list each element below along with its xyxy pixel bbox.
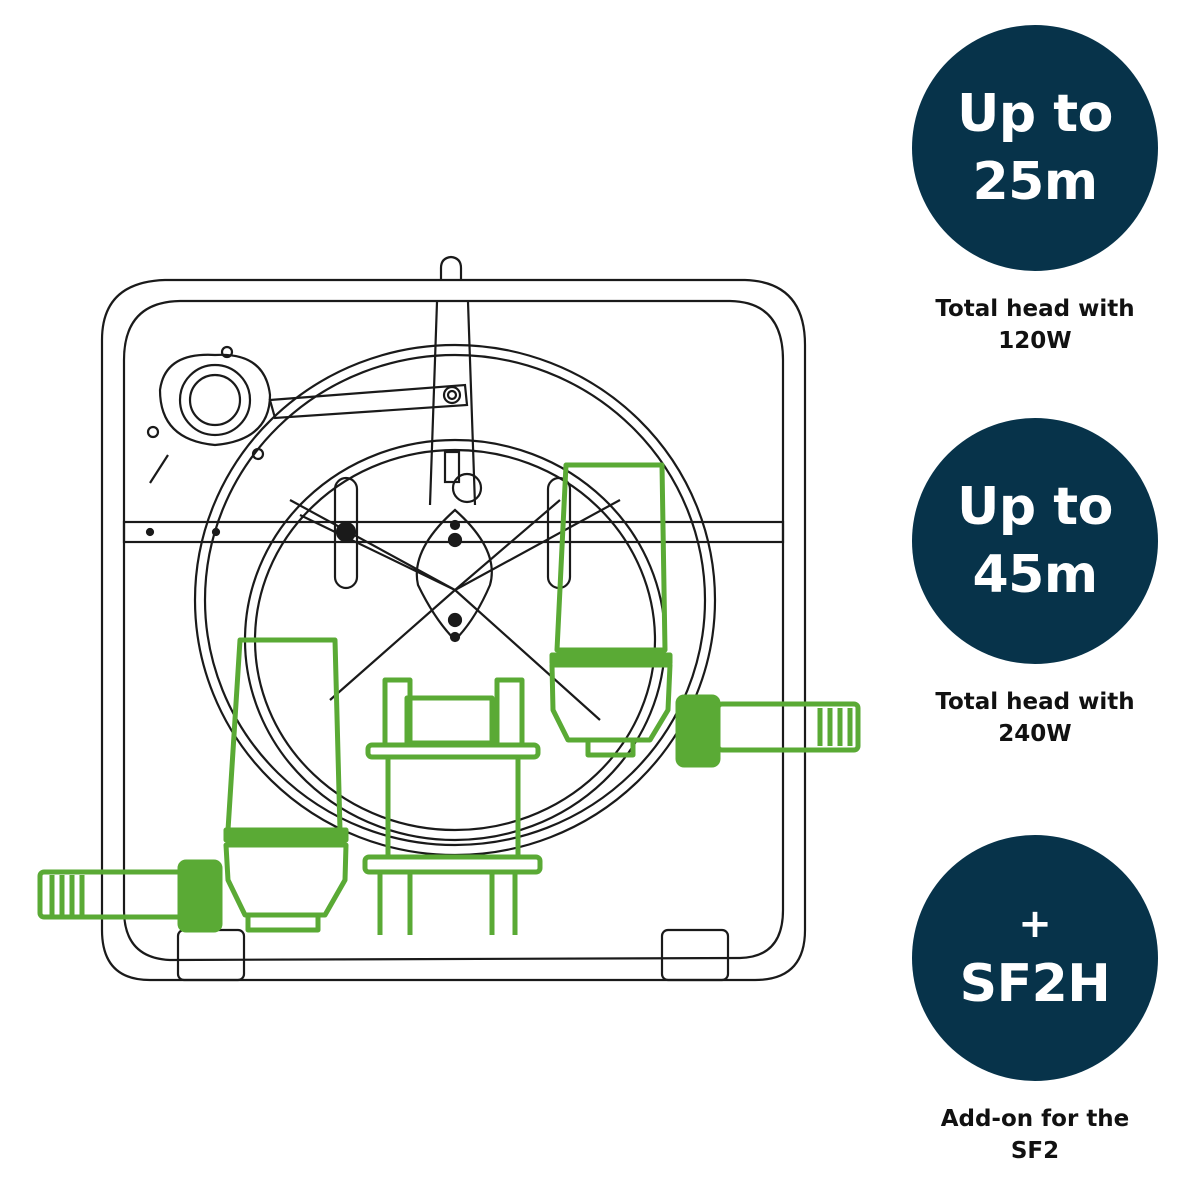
badge-line2: 45m <box>972 545 1098 605</box>
badge-line1: Up to <box>957 477 1113 537</box>
badge-25m: Up to 25m Total head with 120W <box>912 25 1158 357</box>
badge-45m: Up to 45m Total head with 240W <box>912 418 1158 750</box>
badge-line1: Up to <box>957 84 1113 144</box>
pump-reel-illustration <box>37 255 861 982</box>
badge-line2: SF2H <box>959 954 1111 1014</box>
caption-line2: 240W <box>998 721 1072 747</box>
caption-line1: Total head with <box>935 296 1135 322</box>
caption-line1: Total head with <box>935 689 1135 715</box>
caption-line2: SF2 <box>1010 1138 1060 1164</box>
badge-caption: Total head with 120W <box>912 293 1158 357</box>
plus-icon: + <box>1018 901 1052 947</box>
badge-line2: 25m <box>972 152 1098 212</box>
caption-line1: Add-on for the <box>940 1106 1130 1132</box>
badge-sf2h: + SF2H Add-on for the SF2 <box>912 835 1158 1167</box>
badge-circle: Up to 45m <box>912 418 1158 664</box>
badge-circle: + SF2H <box>912 835 1158 1081</box>
pump-highlight <box>37 462 861 935</box>
badge-caption: Add-on for the SF2 <box>912 1103 1158 1167</box>
badge-caption: Total head with 240W <box>912 686 1158 750</box>
badge-circle: Up to 25m <box>912 25 1158 271</box>
caption-line2: 120W <box>998 328 1072 354</box>
